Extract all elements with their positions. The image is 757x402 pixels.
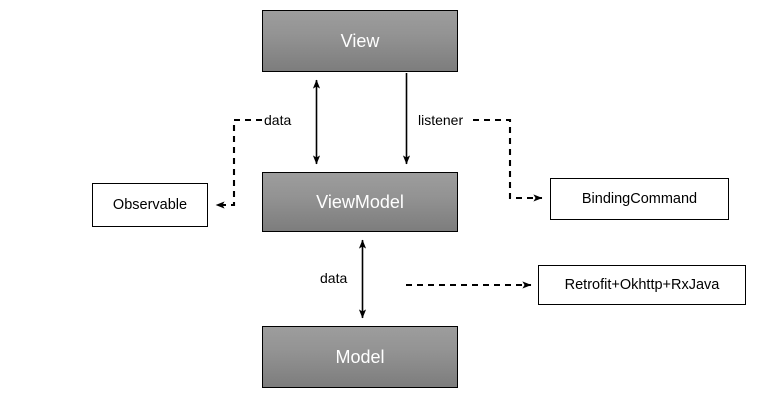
edge-label-data-model: data [318, 270, 350, 286]
connector-listener-bindingcommand-dashed [473, 118, 543, 202]
node-viewmodel[interactable]: ViewModel [262, 172, 458, 232]
node-observable[interactable]: Observable [92, 183, 208, 227]
node-observable-label: Observable [112, 197, 188, 213]
node-view[interactable]: View [262, 10, 458, 72]
edge-label-data-observable: data [262, 112, 294, 128]
node-network-stack[interactable]: Retrofit+Okhttp+RxJava [538, 265, 746, 305]
edge-label-listener: listener [416, 112, 466, 128]
node-network-stack-label: Retrofit+Okhttp+RxJava [564, 277, 720, 293]
node-binding-command-label: BindingCommand [581, 191, 698, 207]
node-model[interactable]: Model [262, 326, 458, 388]
connector-data-observable-dashed [215, 118, 262, 209]
node-model-label: Model [335, 346, 385, 367]
node-binding-command[interactable]: BindingCommand [550, 178, 729, 220]
node-view-label: View [340, 30, 380, 51]
node-viewmodel-label: ViewModel [316, 191, 404, 212]
